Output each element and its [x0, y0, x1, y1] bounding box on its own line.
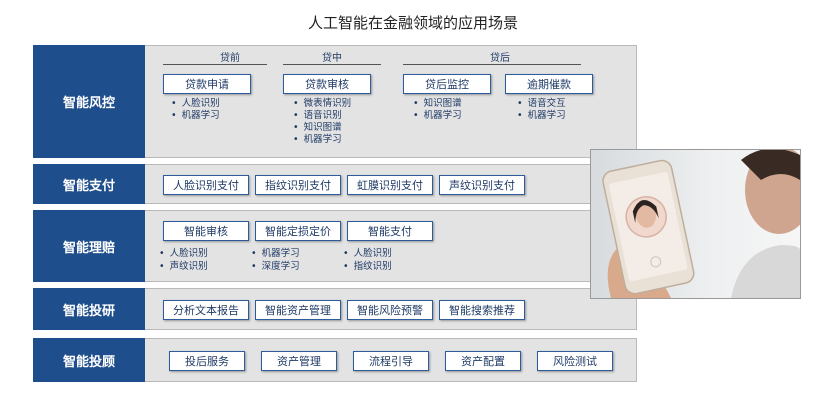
bullets-loan-review: 微表情识别 语音识别 知识图谱 机器学习 [293, 98, 352, 146]
stage-in-loan-line [283, 64, 381, 65]
box-loan-review: 贷款审核 [283, 74, 371, 94]
row-body-smart-research: 分析文本报告 智能资产管理 智能风险预警 智能搜索推荐 [145, 288, 637, 330]
claims-bullets-row-2: 声纹识别深度学习指纹识别 [159, 261, 392, 273]
box-risk-test: 风险测试 [537, 351, 613, 371]
stage-pre-loan-line [163, 64, 267, 65]
box-smart-risk-warning: 智能风险预警 [347, 300, 433, 320]
box-claims-smart-pay: 智能支付 [347, 221, 433, 241]
bullet-item: 指纹识别 [343, 261, 392, 272]
bullet-item: 人脸识别 [159, 248, 251, 260]
row-label-smart-advisory: 智能投顾 [33, 338, 145, 382]
stage-post-loan-line [403, 64, 581, 65]
box-text-report-analysis: 分析文本报告 [163, 300, 249, 320]
stage-post-loan: 贷后 [490, 53, 510, 64]
box-asset-management: 资产管理 [261, 351, 337, 371]
stage-pre-loan: 贷前 [220, 53, 240, 64]
bullet-item: 语音交互 [517, 98, 566, 110]
box-overdue-collection: 逾期催款 [505, 74, 593, 94]
bullet-item: 语音识别 [293, 110, 351, 122]
box-smart-asset-mgmt: 智能资产管理 [255, 300, 341, 320]
page-title: 人工智能在金融领域的应用场景 [307, 14, 518, 32]
box-smart-search-recommend: 智能搜索推荐 [439, 300, 525, 320]
bullet-item: 人脸识别 [343, 248, 392, 259]
row-smart-claims: 智能理赔 智能审核 智能定损定价 智能支付 人脸识别机器学习人脸识别 声纹识别深… [33, 210, 637, 282]
row-label-smart-research: 智能投研 [33, 288, 145, 330]
phone [602, 159, 695, 295]
box-smart-review: 智能审核 [163, 221, 249, 241]
box-voiceprint-pay: 声纹识别支付 [439, 175, 525, 195]
box-process-guidance: 流程引导 [353, 351, 429, 371]
row-label-smart-payment: 智能支付 [33, 164, 145, 204]
row-smart-advisory: 智能投顾 投后服务 资产管理 流程引导 资产配置 风险测试 [33, 338, 637, 382]
row-body-smart-advisory: 投后服务 资产管理 流程引导 资产配置 风险测试 [145, 338, 637, 382]
bullet-item: 机器学习 [413, 110, 462, 122]
row-body-smart-payment: 人脸识别支付 指纹识别支付 虹膜识别支付 声纹识别支付 [145, 164, 637, 204]
bullet-item: 机器学习 [517, 110, 566, 122]
box-iris-pay: 虹膜识别支付 [347, 175, 433, 195]
bullet-item: 人脸识别 [171, 98, 220, 110]
bullets-loan-application: 人脸识别 机器学习 [171, 98, 220, 122]
bullets-post-loan-monitoring: 知识图谱 机器学习 [413, 98, 462, 122]
claims-bullets-row-1: 人脸识别机器学习人脸识别 [159, 248, 392, 260]
bullet-item: 微表情识别 [293, 98, 352, 110]
stage-in-loan: 贷中 [322, 53, 342, 64]
bullet-item: 知识图谱 [413, 98, 462, 110]
box-post-loan-monitoring: 贷后监控 [403, 74, 491, 94]
row-smart-research: 智能投研 分析文本报告 智能资产管理 智能风险预警 智能搜索推荐 [33, 288, 637, 330]
bullet-item: 机器学习 [293, 134, 351, 146]
bullet-item: 知识图谱 [293, 122, 351, 134]
bullet-item: 深度学习 [251, 261, 343, 273]
face-recognition-phone-photo [590, 149, 801, 299]
person-hair [741, 150, 800, 180]
row-label-smart-claims: 智能理赔 [33, 210, 145, 282]
person-shoulder [731, 245, 800, 298]
box-smart-loss-pricing: 智能定损定价 [255, 221, 341, 241]
bullet-item: 机器学习 [251, 248, 343, 260]
phone-illustration [602, 150, 800, 298]
box-loan-application: 贷款申请 [163, 74, 251, 94]
box-post-investment-service: 投后服务 [169, 351, 245, 371]
box-fingerprint-pay: 指纹识别支付 [255, 175, 341, 195]
row-risk-control: 智能风控 贷前 贷中 贷后 贷款申请 贷款审核 贷后监控 逾期催款 人脸识别 机… [33, 45, 637, 158]
box-asset-allocation: 资产配置 [445, 351, 521, 371]
row-body-risk-control: 贷前 贷中 贷后 贷款申请 贷款审核 贷后监控 逾期催款 人脸识别 机器学习 微… [145, 45, 637, 158]
bullet-item: 声纹识别 [159, 261, 251, 273]
box-face-pay: 人脸识别支付 [163, 175, 249, 195]
row-label-risk-control: 智能风控 [33, 45, 145, 158]
row-smart-payment: 智能支付 人脸识别支付 指纹识别支付 虹膜识别支付 声纹识别支付 [33, 164, 637, 204]
bullet-item: 机器学习 [171, 110, 220, 122]
row-body-smart-claims: 智能审核 智能定损定价 智能支付 人脸识别机器学习人脸识别 声纹识别深度学习指纹… [145, 210, 637, 282]
bullets-overdue-collection: 语音交互 机器学习 [517, 98, 566, 122]
